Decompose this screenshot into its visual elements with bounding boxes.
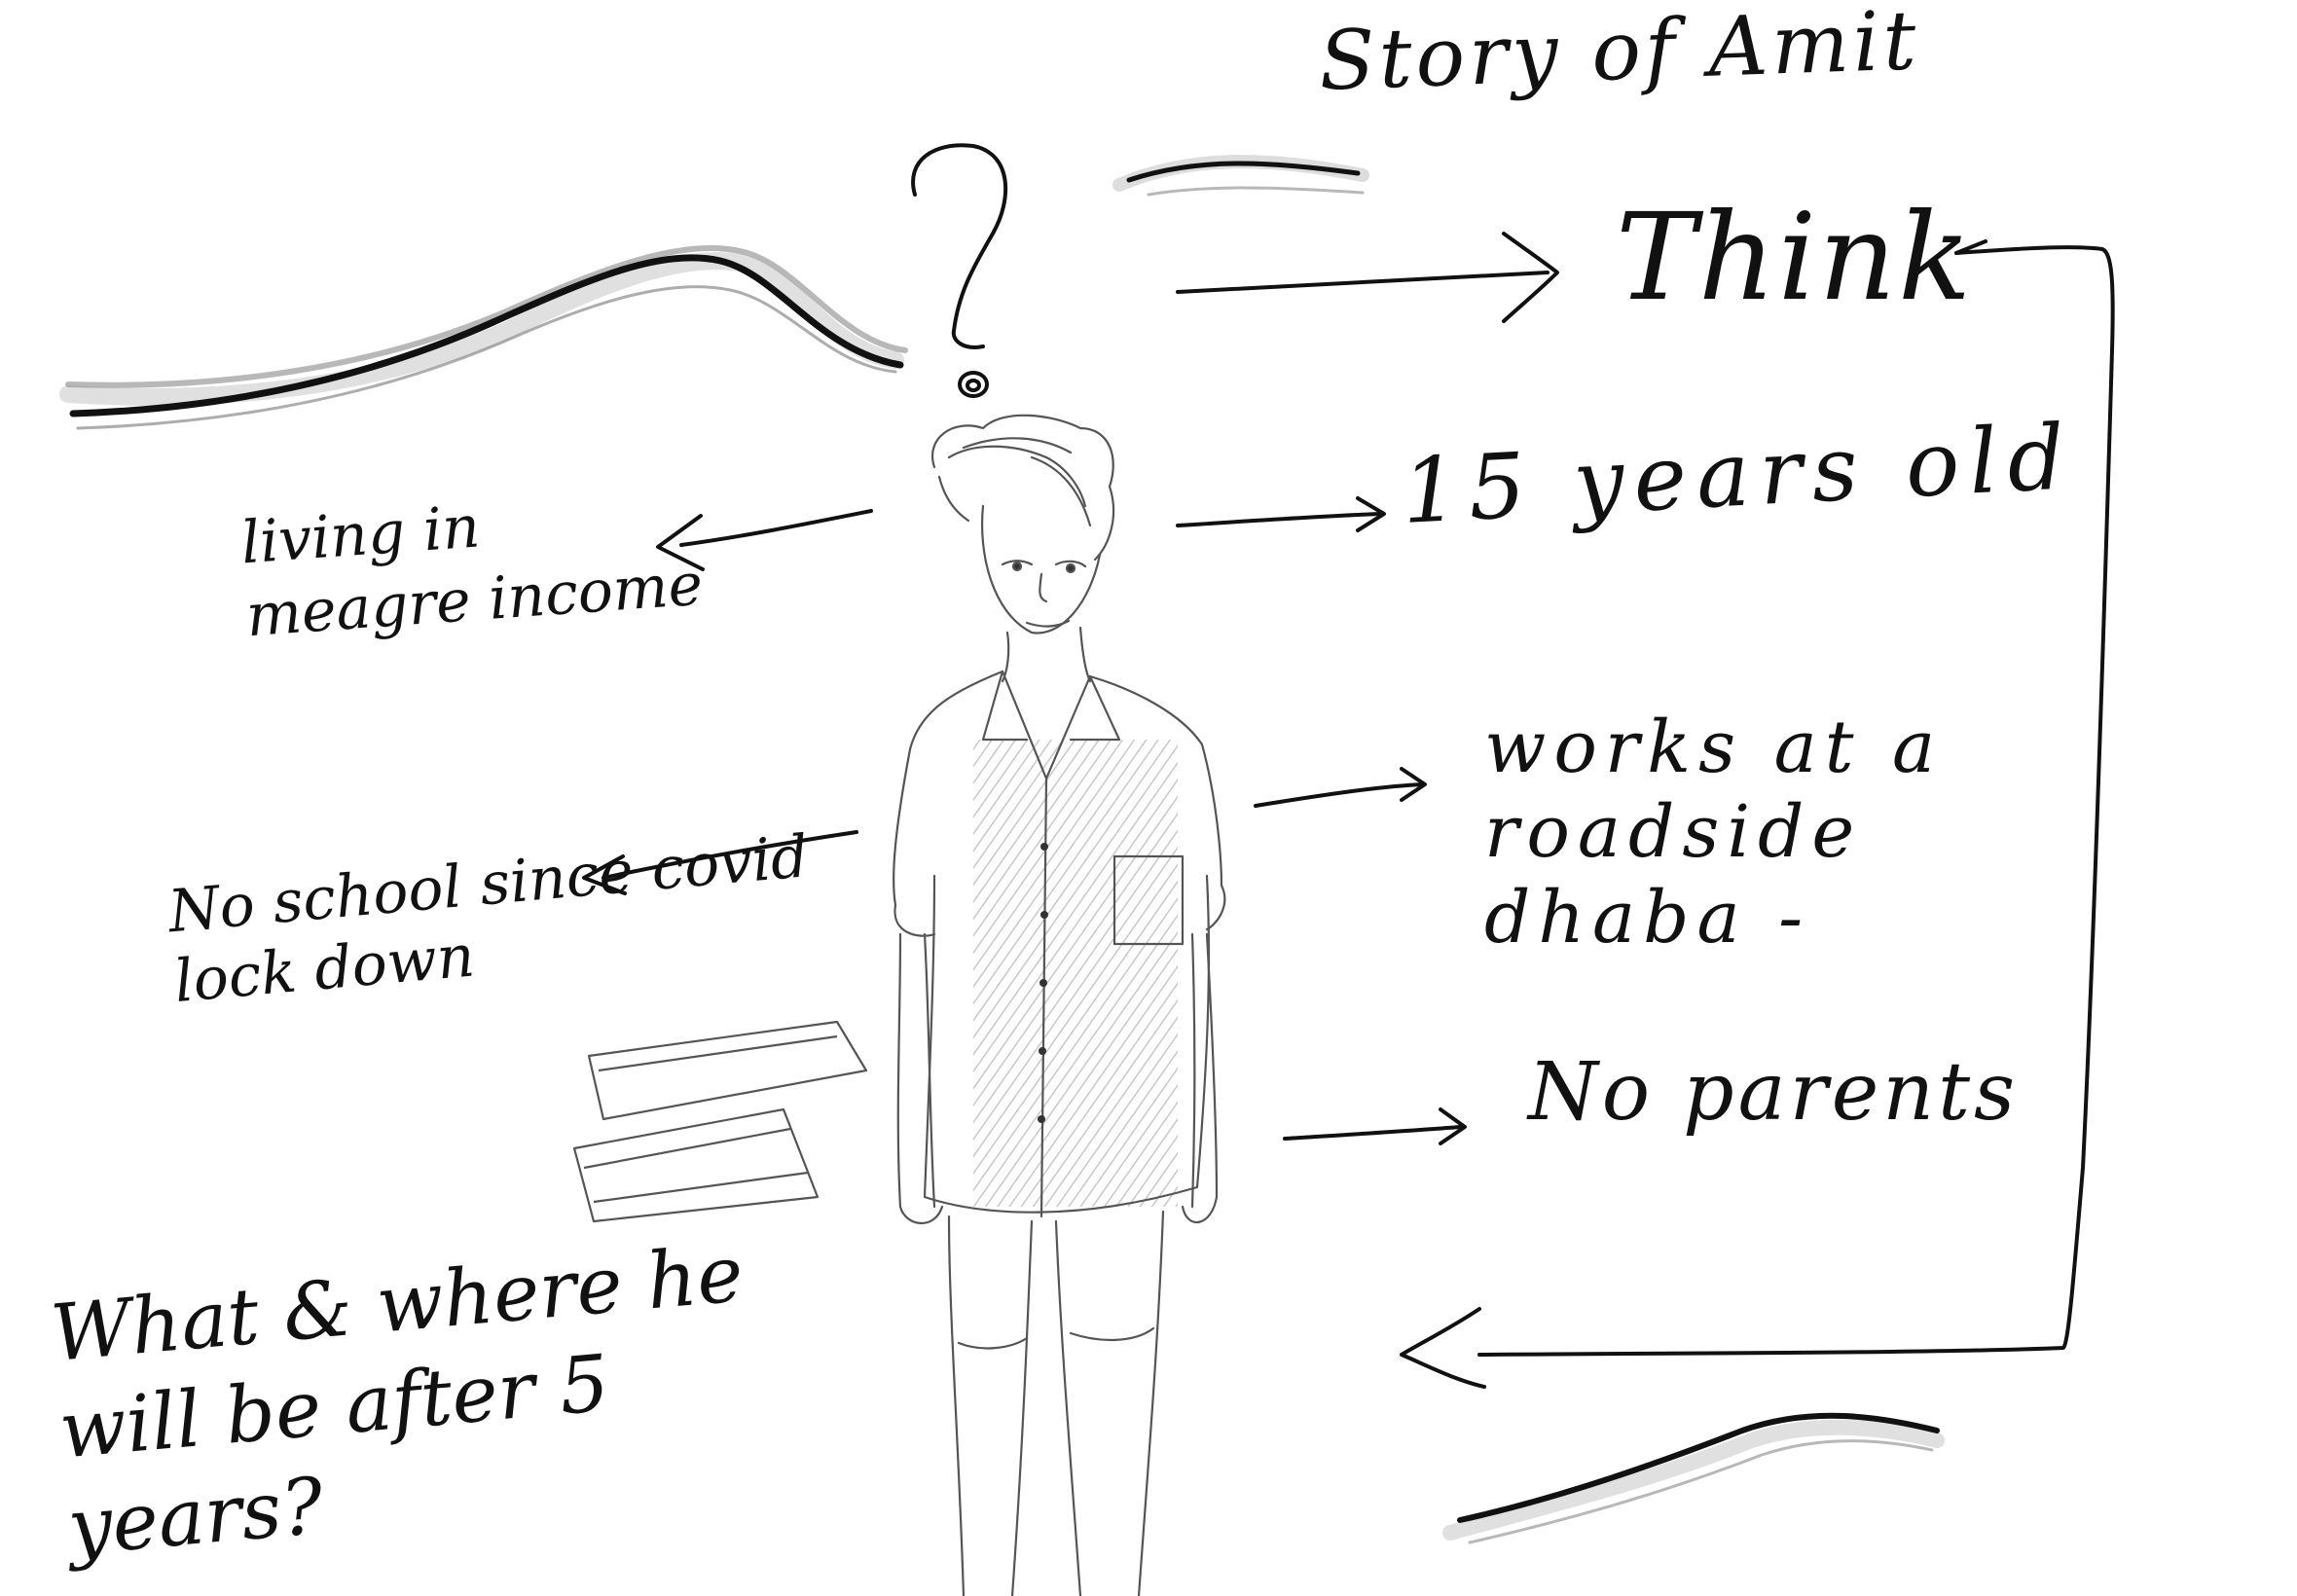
arrow-to-parents: [1283, 1107, 1467, 1145]
arrow-to-think: [1176, 232, 1559, 323]
swoosh-bottom-right: [1442, 1412, 1945, 1544]
bracket-line-right: [1477, 239, 2115, 1357]
parents-note: No parents: [1528, 1046, 2020, 1139]
boy-legs: [947, 1210, 1165, 1596]
swoosh-top-center: [1112, 155, 1369, 197]
boy-neck-left: [1001, 631, 1010, 683]
story-title: Story of Amit: [1317, 0, 1922, 109]
think-label: Think: [1616, 188, 1974, 328]
boy-arms: [896, 932, 1219, 1224]
arrow-to-work: [1254, 767, 1427, 808]
boy-hair: [931, 414, 1115, 562]
arrow-to-school: [582, 830, 858, 895]
arrow-back-to-boy: [1400, 1307, 1486, 1389]
arrow-to-age: [1176, 496, 1386, 532]
boy-shirt: [893, 670, 1226, 1218]
swoosh-top-left: [59, 244, 908, 430]
work-note: works at a roadside dhaba -: [1484, 706, 1944, 960]
boy-face: [981, 504, 1102, 635]
boy-shirt-buttons: [1038, 843, 1048, 1123]
arrow-to-income: [656, 509, 873, 571]
